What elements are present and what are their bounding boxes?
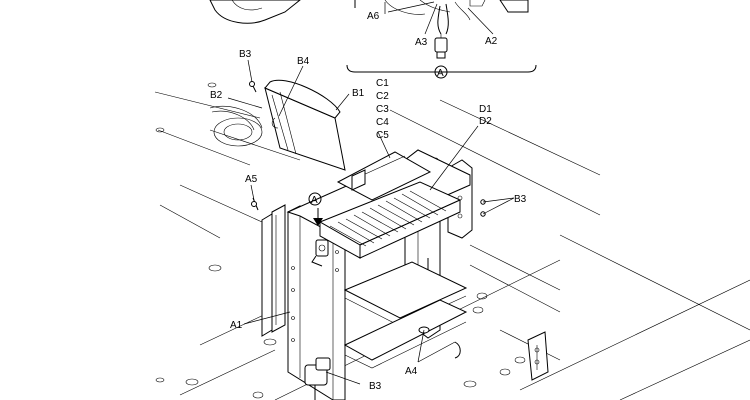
label-a6: A6	[367, 11, 380, 22]
label-b4: B4	[297, 56, 310, 67]
label-b2: B2	[210, 90, 223, 101]
label-d2: D2	[479, 116, 492, 127]
label-a2: A2	[485, 36, 498, 47]
label-a3: A3	[415, 37, 428, 48]
leader-lines	[227, 1, 515, 385]
part-labels: A6 A3 A2 A B3 B4 B2 B1 C1 C2 C3 C4 C5 D1…	[210, 11, 527, 392]
cover-plate-b1	[209, 79, 346, 171]
floor-outline	[154, 82, 750, 400]
detail-a-inset	[346, 0, 537, 79]
main-frame	[251, 149, 486, 400]
label-d1: D1	[479, 104, 492, 115]
detail-a-ref-label: A	[437, 68, 444, 79]
label-a5: A5	[245, 174, 258, 185]
label-c4: C4	[376, 117, 389, 128]
label-b1: B1	[352, 88, 365, 99]
label-c3: C3	[376, 104, 389, 115]
detail-a-callout: A	[308, 192, 322, 206]
upper-component-fragment	[209, 0, 301, 24]
label-a4: A4	[405, 366, 418, 377]
label-b3-top: B3	[239, 49, 252, 60]
label-c5: C5	[376, 130, 389, 141]
label-b3-bottom: B3	[369, 381, 382, 392]
label-a1: A1	[230, 320, 243, 331]
label-c1: C1	[376, 78, 389, 89]
radiator-fins	[329, 190, 447, 247]
label-c2: C2	[376, 91, 389, 102]
label-b3-right: B3	[514, 194, 527, 205]
detail-a-callout-label: A	[311, 195, 318, 206]
